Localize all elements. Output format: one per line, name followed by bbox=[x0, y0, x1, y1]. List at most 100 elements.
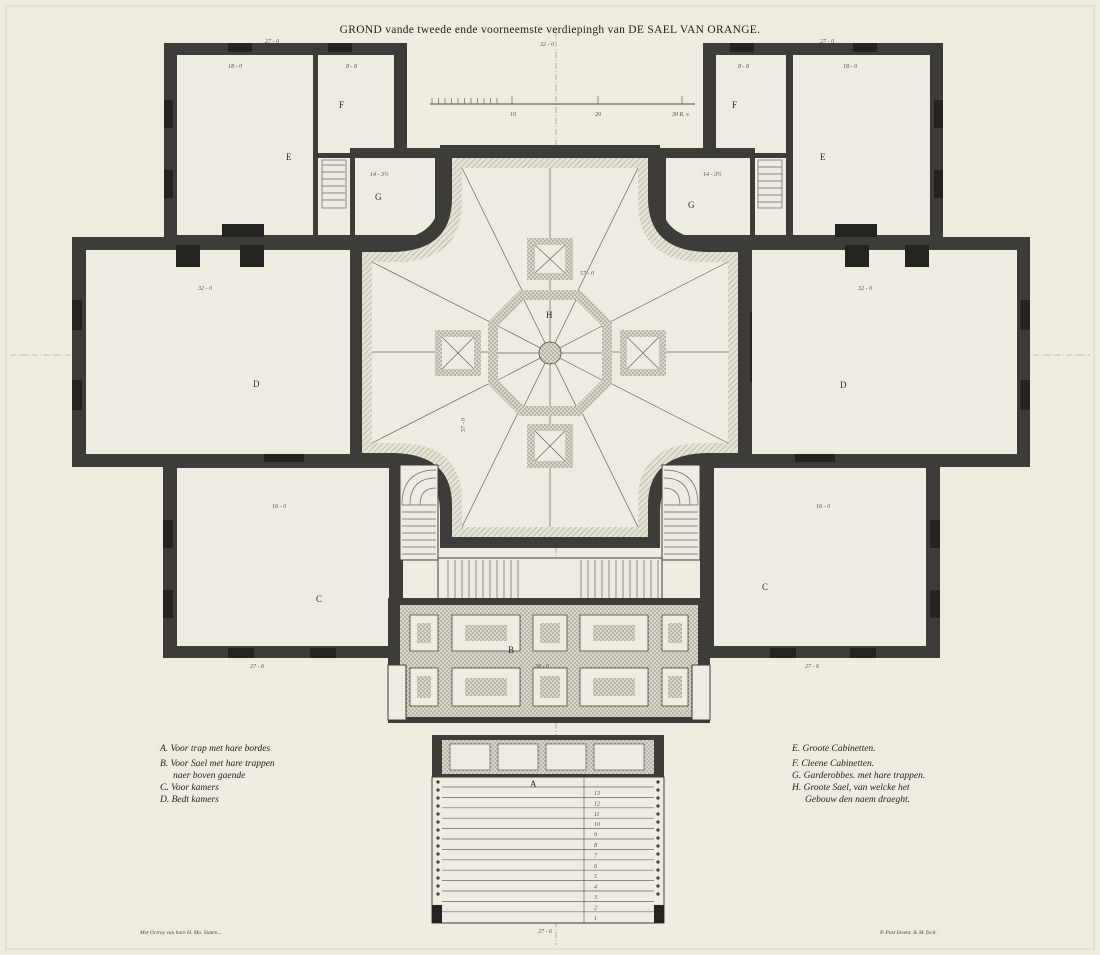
room-label-b: B bbox=[508, 645, 514, 655]
legend-right: E. Groote Cabinetten. F. Cleene Cabinett… bbox=[791, 744, 925, 805]
dim-g-right: 14 - 3½ bbox=[703, 171, 722, 178]
room-label-f-right: F bbox=[732, 100, 737, 110]
legend-item-h: H. Groote Sael, van welcke het bbox=[791, 783, 910, 793]
stair-number: 3 bbox=[593, 895, 597, 901]
baluster-dot bbox=[436, 804, 440, 808]
baluster-dot bbox=[656, 868, 660, 872]
scale-tick-10: 10 bbox=[510, 112, 516, 118]
vestibule-b bbox=[387, 598, 711, 723]
room-label-c-left: C bbox=[316, 594, 322, 604]
dim-c-right: 16 - 0 bbox=[816, 504, 830, 510]
baluster-dot bbox=[656, 740, 660, 744]
dim-top-right: 27 - 0 bbox=[820, 39, 834, 45]
baluster-dot bbox=[656, 876, 660, 880]
wing-top-right bbox=[703, 43, 943, 241]
legend-item-g: G. Garderobbes. met hare trappen. bbox=[792, 771, 925, 781]
scale-tick-20: 20 bbox=[595, 112, 601, 118]
dim-top-center: 32 - 0 bbox=[539, 42, 554, 48]
baluster-dot bbox=[436, 892, 440, 896]
stair-number: 1 bbox=[594, 916, 597, 922]
plan-title: GROND vande tweede ende voorneemste verd… bbox=[340, 24, 761, 36]
baluster-dot bbox=[656, 828, 660, 832]
dim-h-side: 57 - 0 bbox=[461, 418, 467, 432]
dim-b-center: 38 - 0 bbox=[534, 664, 549, 670]
wing-d-right bbox=[722, 237, 1030, 467]
baluster-dot bbox=[436, 820, 440, 824]
scale-tick-30: 30 R. v. bbox=[671, 112, 690, 118]
side-stairs bbox=[399, 464, 701, 601]
legend-item-f: F. Cleene Cabinetten. bbox=[791, 759, 874, 769]
room-label-c-right: C bbox=[762, 582, 768, 592]
baluster-dot bbox=[436, 844, 440, 848]
room-label-d-right: D bbox=[840, 380, 847, 390]
dim-bottom-center: 27 - 6 bbox=[538, 929, 552, 935]
baluster-dot bbox=[656, 892, 660, 896]
stair-number: 2 bbox=[594, 905, 597, 911]
stair-number: 8 bbox=[594, 843, 597, 849]
baluster-dot bbox=[656, 772, 660, 776]
dim-bottom-left: 27 - 6 bbox=[250, 664, 264, 670]
dim-f-left: 8 - 8 bbox=[346, 64, 357, 70]
room-label-g-left: G bbox=[375, 192, 382, 202]
baluster-dot bbox=[656, 804, 660, 808]
room-label-e-right: E bbox=[820, 152, 826, 162]
baluster-dot bbox=[656, 860, 660, 864]
baluster-dot bbox=[436, 796, 440, 800]
footer-signature: P. Post Invent. & M. fecit. bbox=[879, 929, 937, 936]
legend-item-d: D. Bedt kamers bbox=[159, 795, 219, 805]
legend-item-e: E. Groote Cabinetten. bbox=[791, 744, 876, 754]
legend-item-a: A. Voor trap met hare bordes bbox=[159, 744, 270, 754]
room-label-h: H bbox=[546, 310, 553, 320]
legend-item-b: B. Voor Sael met hare trappen bbox=[160, 759, 275, 769]
baluster-dot bbox=[656, 788, 660, 792]
baluster-dot bbox=[436, 884, 440, 888]
baluster-dot bbox=[656, 844, 660, 848]
baluster-dot bbox=[656, 756, 660, 760]
stair-number: 9 bbox=[594, 833, 597, 839]
baluster-dot bbox=[436, 836, 440, 840]
great-hall bbox=[350, 145, 750, 548]
dim-h-top: 57 - 0 bbox=[580, 271, 594, 277]
room-label-e-left: E bbox=[286, 152, 292, 162]
stair-number: 6 bbox=[594, 864, 597, 870]
room-label-f-left: F bbox=[339, 100, 344, 110]
baluster-dot bbox=[436, 876, 440, 880]
front-stair-a bbox=[431, 735, 665, 924]
paper-border bbox=[5, 5, 1095, 950]
baluster-dot bbox=[436, 828, 440, 832]
legend-item-b-cont: naer boven gaende bbox=[173, 771, 245, 781]
stair-number: 12 bbox=[594, 801, 600, 807]
baluster-dot bbox=[656, 748, 660, 752]
baluster-dot bbox=[656, 852, 660, 856]
dim-c-left: 16 - 0 bbox=[272, 504, 286, 510]
baluster-dot bbox=[436, 764, 440, 768]
dim-f-right: 8 - 8 bbox=[738, 64, 749, 70]
baluster-dot bbox=[656, 884, 660, 888]
baluster-dot bbox=[436, 756, 440, 760]
wing-c-right bbox=[700, 462, 940, 658]
baluster-dot bbox=[656, 812, 660, 816]
baluster-dot bbox=[436, 812, 440, 816]
stair-number: 10 bbox=[594, 822, 600, 828]
room-label-g-right: G bbox=[688, 200, 695, 210]
stair-number: 11 bbox=[594, 812, 600, 818]
dim-e-left: 18 - 0 bbox=[228, 64, 242, 70]
legend-item-c: C. Voor kamers bbox=[160, 783, 219, 793]
dim-d-left: 32 - 0 bbox=[197, 286, 212, 292]
baluster-dot bbox=[436, 852, 440, 856]
baluster-dot bbox=[436, 740, 440, 744]
room-label-d-left: D bbox=[253, 379, 260, 389]
dim-bottom-right: 27 - 6 bbox=[805, 664, 819, 670]
dim-top-left: 27 - 0 bbox=[265, 39, 279, 45]
wing-d-left bbox=[72, 237, 364, 467]
stair-number: 13 bbox=[594, 791, 600, 797]
baluster-dot bbox=[436, 780, 440, 784]
garderobe-rooms bbox=[350, 148, 755, 240]
scale-bar: 10 20 30 R. v. bbox=[430, 96, 695, 118]
dim-g-left: 14 - 3½ bbox=[370, 171, 389, 178]
baluster-dot bbox=[656, 820, 660, 824]
legend-item-h-cont: Gebouw den naem draeght. bbox=[805, 795, 910, 805]
baluster-dot bbox=[436, 788, 440, 792]
